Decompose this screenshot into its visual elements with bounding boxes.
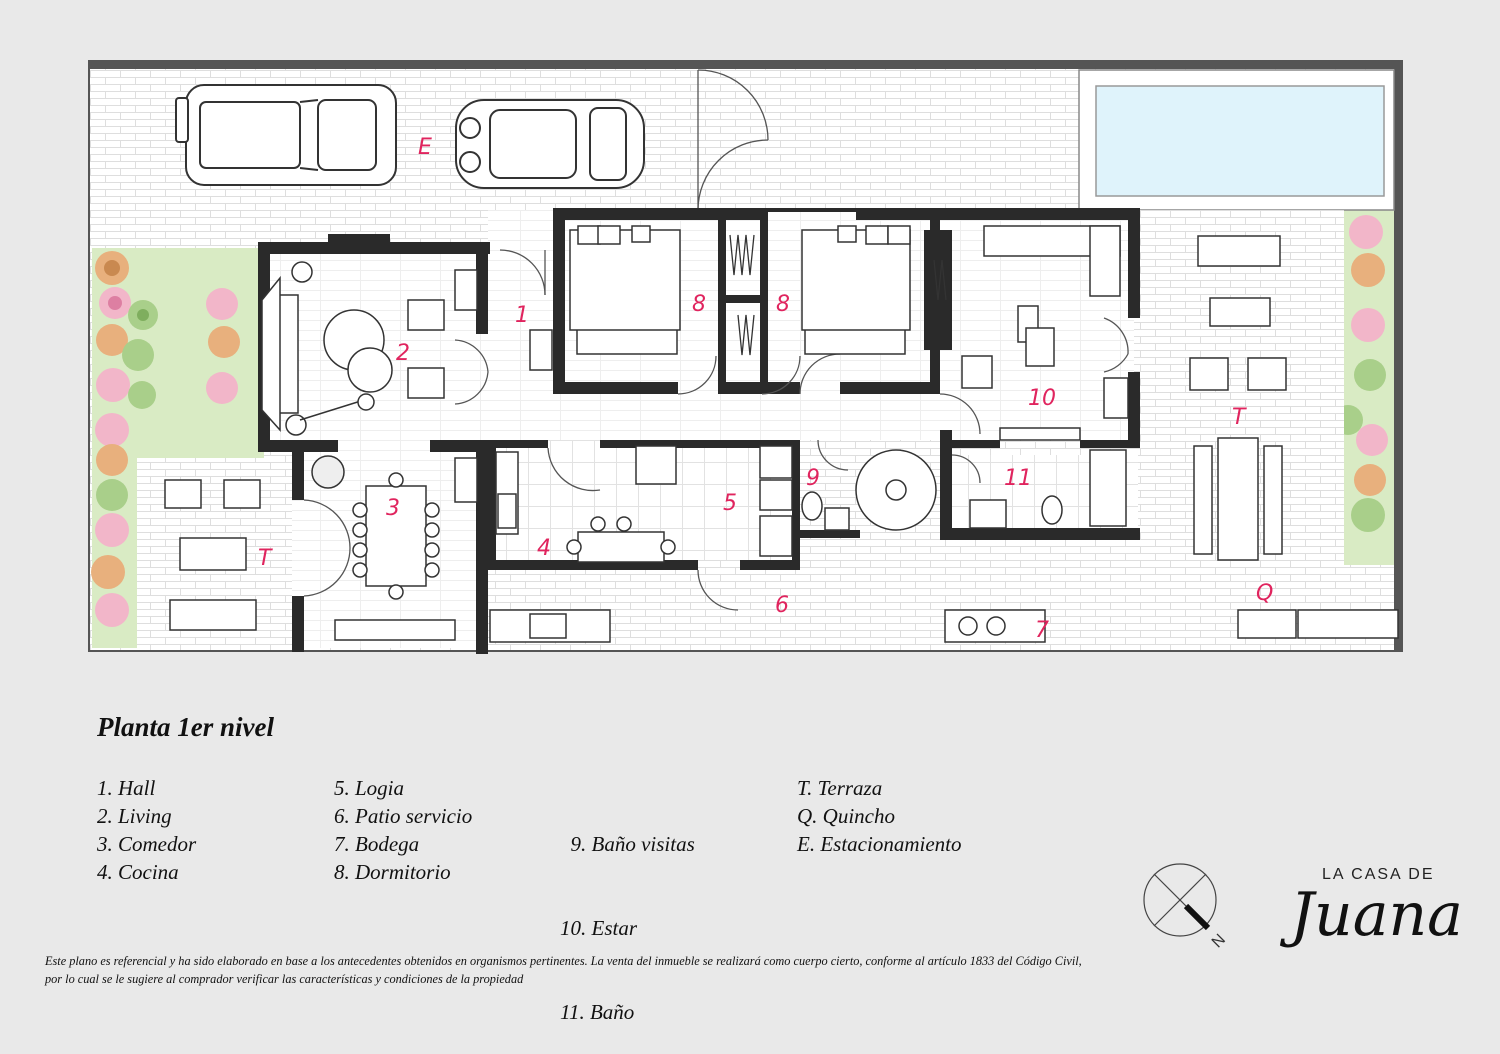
- bedroom-furniture: [529, 225, 911, 371]
- legend-item: 10. Estar: [560, 916, 638, 940]
- legend-item: 8. Dormitorio: [334, 860, 451, 884]
- legend-column-1: 1. Hall 2. Living 3. Comedor 4. Cocina: [97, 774, 196, 886]
- label-bodega: 7: [1035, 618, 1049, 643]
- legend-column-4: T. Terraza Q. Quincho E. Estacionamiento: [797, 774, 961, 858]
- car-compact: [455, 99, 645, 189]
- compass-letter: N: [1209, 931, 1229, 951]
- legend-item: Q. Quincho: [797, 804, 895, 828]
- label-estacionamiento: E: [418, 135, 432, 160]
- label-dormitorio-a: 8: [692, 292, 706, 317]
- terrace-right-furniture: [1189, 235, 1399, 639]
- terrace-left-furniture: [164, 479, 261, 631]
- label-bano: 11: [1004, 466, 1032, 491]
- svg-text:Juana: Juana: [1279, 880, 1463, 950]
- legend-column-3: 9. Baño visitas 10. Estar 11. Baño: [560, 774, 695, 1054]
- dining-furniture: [311, 455, 456, 641]
- label-comedor: 3: [386, 496, 400, 521]
- legend-item: 2. Living: [97, 804, 172, 828]
- legend-item: 4. Cocina: [97, 860, 179, 884]
- entry-gate: [697, 69, 769, 211]
- room-labels: E 1 2 3 4 5 6 7 8 8 9 10 11 T T Q: [258, 135, 1273, 643]
- bath-stair-furniture: [801, 449, 1127, 531]
- legend-item: T. Terraza: [797, 776, 883, 800]
- label-quincho: Q: [1256, 581, 1273, 606]
- legend-item: 7. Bodega: [334, 832, 420, 856]
- plants: [91, 215, 1388, 627]
- kitchen-furniture: [489, 445, 1046, 643]
- legend-item: 9. Baño visitas: [560, 832, 695, 856]
- terraza-right-area: [1138, 210, 1344, 640]
- car-suv: [175, 84, 397, 186]
- plan-title: Planta 1er nivel: [97, 712, 274, 742]
- disclaimer-text: Este plano es referencial y ha sido elab…: [45, 954, 1082, 986]
- label-estar: 10: [1028, 386, 1056, 411]
- legend-item: E. Estacionamiento: [797, 832, 962, 856]
- legend-column-2: 5. Logia 6. Patio servicio 7. Bodega 8. …: [334, 774, 472, 886]
- living-furniture: [261, 261, 478, 503]
- legend-item: 11. Baño: [560, 1000, 635, 1024]
- label-hall: 1: [515, 303, 529, 328]
- estar-furniture: [961, 225, 1129, 441]
- label-terraza-right: T: [1232, 405, 1247, 430]
- pool: [1078, 69, 1395, 211]
- closets: [729, 234, 947, 356]
- legend-item: 3. Comedor: [97, 832, 197, 856]
- label-bano-visitas: 9: [806, 466, 820, 491]
- floor-plan: E 1 2 3 4 5 6 7 8 8 9 10 11 T T Q N Juan…: [88, 60, 1463, 951]
- label-terraza-left: T: [258, 546, 273, 571]
- label-patio-servicio: 6: [775, 593, 789, 618]
- compass-icon: N: [1143, 863, 1229, 951]
- logo-text: LA CASA DE: [1322, 866, 1435, 883]
- legend-item: 1. Hall: [97, 776, 156, 800]
- label-dormitorio-b: 8: [776, 292, 790, 317]
- legend-item: 5. Logia: [334, 776, 405, 800]
- label-living: 2: [396, 341, 410, 366]
- legend-item: 6. Patio servicio: [334, 804, 473, 828]
- label-logia: 5: [723, 491, 737, 516]
- logo-mark: Juana: [1279, 880, 1463, 950]
- label-cocina: 4: [537, 536, 551, 561]
